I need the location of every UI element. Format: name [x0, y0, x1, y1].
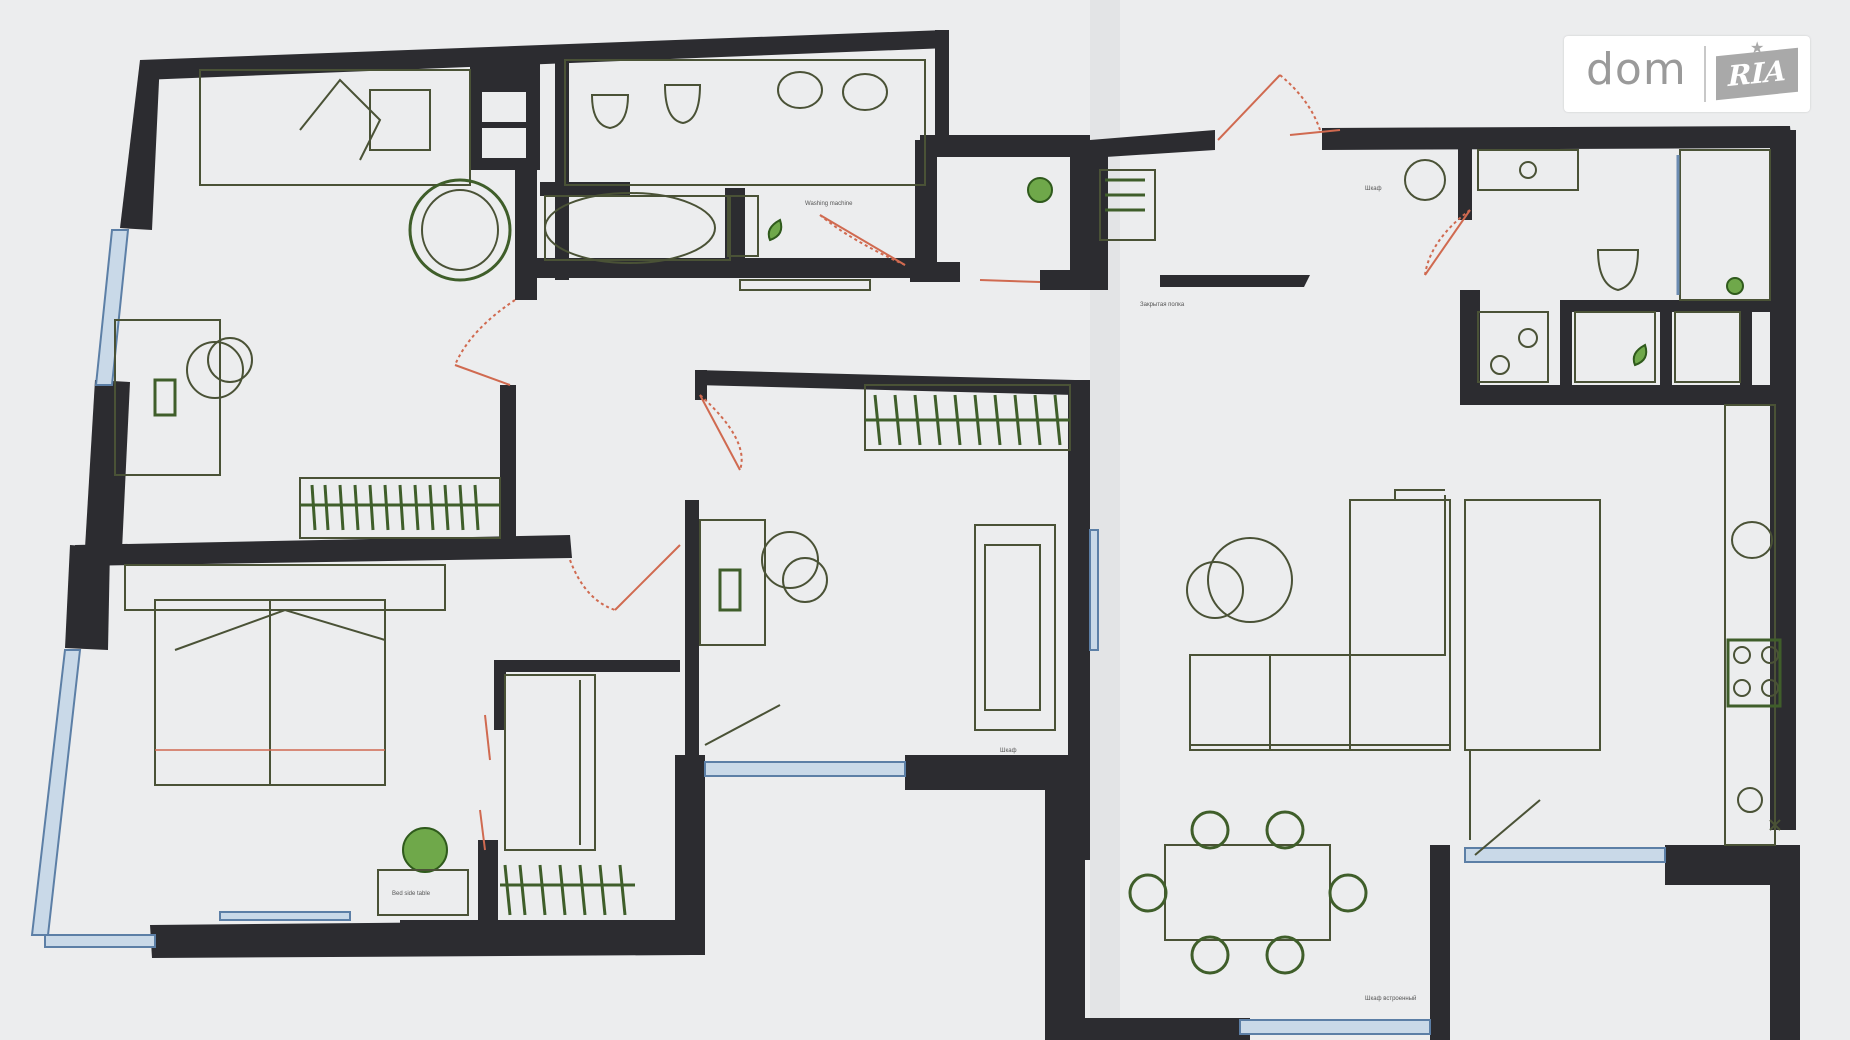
doors — [454, 74, 1471, 851]
fixture-label-e: Шкаф — [1365, 186, 1382, 192]
living-kitchen-furniture: Шкаф встроенный Шкаф — [1128, 149, 1782, 1002]
star-icon: ★ — [1750, 40, 1765, 57]
fixture-label-a: Washing machine — [805, 201, 853, 207]
logo-dom-text: dom — [1586, 44, 1687, 95]
logo-separator — [1704, 46, 1706, 102]
dom-ria-logo: dom RIA ★ — [1564, 36, 1810, 112]
bedroom-1-furniture — [114, 69, 512, 539]
bathroom-1-fixtures: Washing machine Закрытая полка — [544, 59, 1310, 308]
fixture-label-c: Шкаф — [1000, 748, 1017, 754]
fixture-label-b: Закрытая полка — [1140, 302, 1185, 308]
bedroom-2-furniture: Bed side table — [124, 564, 635, 916]
windows — [30, 229, 1666, 1035]
fixture-label-d: Шкаф встроенный — [1365, 995, 1416, 1002]
middle-room-furniture: Шкаф — [699, 384, 1071, 754]
fixture-label-f: Bed side table — [392, 891, 431, 897]
